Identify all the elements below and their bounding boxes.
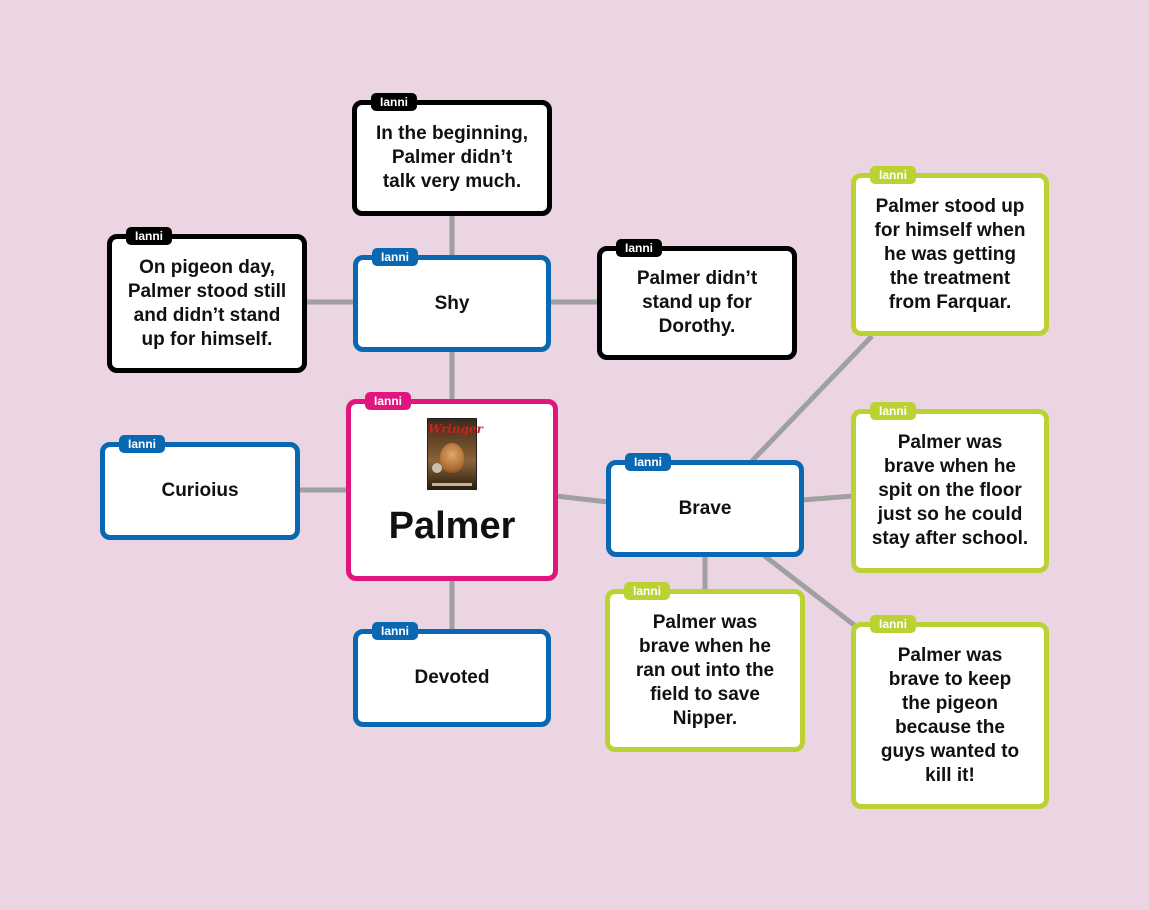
node-text: Shy xyxy=(434,292,470,314)
author-tag: Ianni xyxy=(625,453,672,471)
detail-node-brave-pigeon[interactable]: Ianni Palmer was brave to keep the pigeo… xyxy=(851,615,1049,809)
node-text: Palmer stood up for himself when he was … xyxy=(874,195,1026,313)
author-tag: Ianni xyxy=(870,402,917,420)
author-tag: Ianni xyxy=(616,239,663,257)
book-cover-medal-icon xyxy=(432,463,442,473)
node-text: Brave xyxy=(678,497,732,519)
book-cover-image: Wringer xyxy=(427,418,483,490)
connector-central-brave xyxy=(555,493,609,505)
author-tag: Ianni xyxy=(119,435,166,453)
detail-node-shy-dorothy[interactable]: Ianni Palmer didn’t stand up for Dorothy… xyxy=(597,239,797,360)
trait-node-brave[interactable]: Ianni Brave xyxy=(606,453,804,557)
detail-node-shy-beginning[interactable]: Ianni In the beginning, Palmer didn’t ta… xyxy=(352,93,552,216)
author-tag: Ianni xyxy=(365,392,412,410)
detail-node-shy-pigeon-day[interactable]: Ianni On pigeon day, Palmer stood still … xyxy=(107,227,307,373)
book-cover-title: Wringer xyxy=(428,422,483,436)
book-cover-face xyxy=(440,443,464,473)
author-tag: Ianni xyxy=(371,93,418,111)
node-text: Curioius xyxy=(161,480,239,501)
node-text: Palmer didn’t stand up for Dorothy. xyxy=(636,268,758,337)
node-text: On pigeon day, Palmer stood still and di… xyxy=(127,256,287,350)
node-text: Palmer was brave when he spit on the flo… xyxy=(871,432,1029,549)
connector-brave-pigeon xyxy=(760,552,860,630)
connector-brave-spit xyxy=(801,493,854,503)
node-text: In the beginning, Palmer didn’t talk ver… xyxy=(376,123,528,192)
trait-node-curious[interactable]: Ianni Curioius xyxy=(100,435,300,540)
detail-node-brave-nipper[interactable]: Ianni Palmer was brave when he ran out i… xyxy=(605,582,805,752)
node-text: Palmer was brave when he ran out into th… xyxy=(635,611,775,729)
central-topic-palmer[interactable]: Ianni Wringer Palmer xyxy=(346,392,558,581)
author-tag: Ianni xyxy=(372,622,419,640)
author-tag: Ianni xyxy=(870,166,917,184)
central-topic-title: Palmer xyxy=(388,505,516,547)
node-text: Palmer was brave to keep the pigeon beca… xyxy=(880,644,1020,786)
node-text: Devoted xyxy=(414,667,490,688)
trait-node-shy[interactable]: Ianni Shy xyxy=(353,248,551,352)
author-tag: Ianni xyxy=(372,248,419,266)
detail-node-brave-farquar[interactable]: Ianni Palmer stood up for himself when h… xyxy=(851,166,1049,336)
detail-node-brave-spit[interactable]: Ianni Palmer was brave when he spit on t… xyxy=(851,402,1049,573)
connector-brave-farquar xyxy=(750,334,874,463)
trait-node-devoted[interactable]: Ianni Devoted xyxy=(353,622,551,727)
author-tag: Ianni xyxy=(126,227,173,245)
book-cover-author-bar xyxy=(432,483,472,486)
author-tag: Ianni xyxy=(870,615,917,633)
author-tag: Ianni xyxy=(624,582,671,600)
